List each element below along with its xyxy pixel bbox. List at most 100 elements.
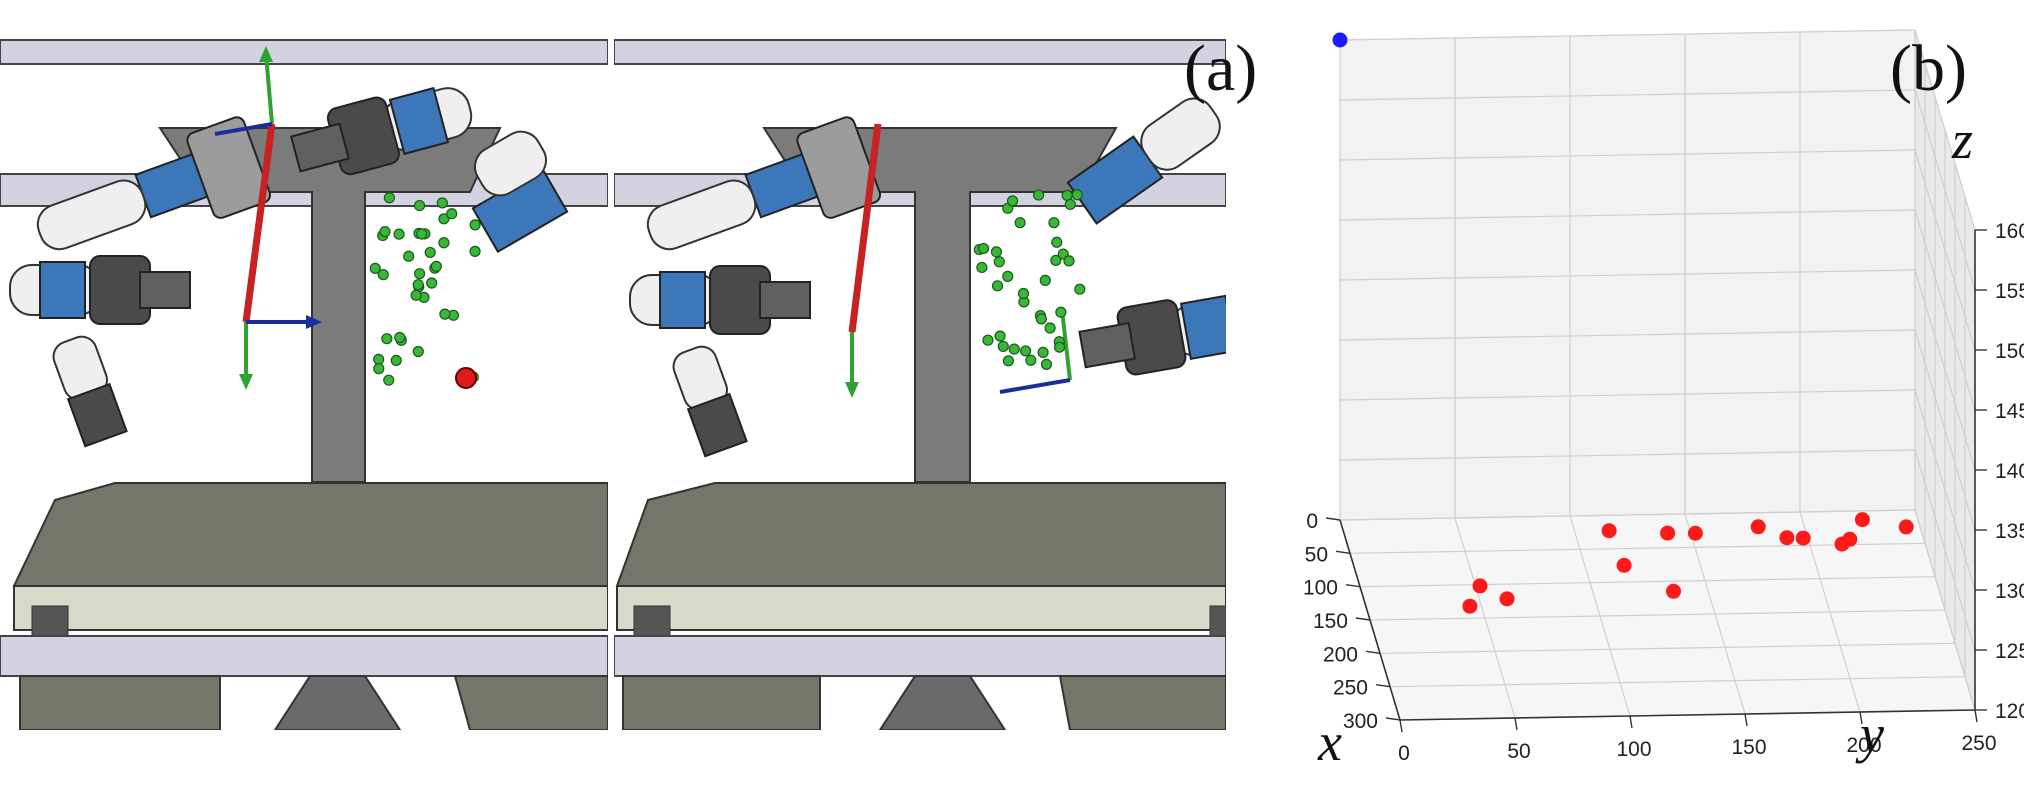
z-tick-label: 1600 (1995, 220, 2024, 243)
y-tick-label: 50 (1507, 740, 1530, 763)
panel-label-b: (b) (1890, 32, 1967, 105)
red-data-point (1616, 557, 1632, 573)
scene-point (410, 289, 422, 301)
y-tick-label: 250 (1961, 732, 1996, 755)
scene-point (1044, 322, 1056, 334)
gridlines (1339, 29, 1976, 721)
y-tick-label: 0 (1398, 742, 1410, 765)
scene-point (412, 279, 424, 291)
scene-point (1025, 354, 1037, 366)
red-data-point (1666, 583, 1681, 599)
scene-point (1002, 355, 1014, 367)
scene-point (469, 219, 481, 231)
scene-point (1055, 306, 1067, 318)
scene-point (1063, 255, 1075, 267)
scene-point (394, 331, 406, 344)
point-cloud-left (369, 192, 481, 386)
x-tick-label: 200 (1323, 643, 1358, 666)
z-tick-label: 1450 (1995, 400, 2024, 423)
scene-point (1074, 283, 1086, 295)
y-tick-label: 150 (1731, 736, 1766, 759)
y-tick-label: 100 (1616, 738, 1651, 761)
x-tick-label: 150 (1313, 610, 1348, 633)
z-tick-label: 1300 (1995, 580, 2024, 603)
scene-point (430, 260, 442, 272)
z-axis-label: z (1951, 110, 1973, 170)
scene-point (1039, 274, 1051, 286)
point-cloud-right (973, 189, 1086, 370)
scene-point (1037, 346, 1049, 358)
scene-point (446, 208, 458, 220)
scene-point (383, 374, 395, 386)
scene-point (1051, 236, 1063, 248)
tick-labels: 0501001502002503000501001502002501200125… (1303, 220, 2024, 765)
scene-point (424, 246, 436, 259)
y-axis-label: y (1855, 704, 1884, 764)
z-tick-label: 1250 (1995, 640, 2024, 663)
red-data-point (1660, 525, 1676, 541)
scene-point (416, 228, 428, 240)
y-tick-label: 200 (1846, 734, 1881, 757)
scene-point (976, 261, 988, 274)
z-tick-label: 1500 (1995, 340, 2024, 363)
coordinate-frame-icon (845, 123, 1072, 398)
red-data-point (1687, 525, 1703, 541)
red-data-point (1462, 598, 1478, 614)
scene-point (1035, 313, 1047, 325)
scene-point (1002, 270, 1014, 282)
scene-point (426, 277, 438, 289)
scene-point (438, 213, 450, 225)
coordinate-frame-icon (214, 46, 322, 390)
scene-point (436, 197, 448, 209)
z-tick-label: 1350 (1995, 520, 2024, 543)
red-data-point (1750, 519, 1766, 535)
blue-data-point (1332, 32, 1348, 48)
scene-point (1032, 189, 1045, 201)
scene-point (383, 192, 395, 204)
scene-point (469, 245, 481, 257)
scene-point (390, 354, 402, 367)
scene-point (373, 363, 385, 375)
x-tick-label: 250 (1333, 677, 1368, 700)
scene-point (1048, 217, 1060, 229)
scene-point (1064, 198, 1076, 211)
red-data-point (1795, 530, 1811, 546)
scene-point (393, 228, 405, 240)
scene-point (379, 226, 391, 238)
red-data-point (1842, 531, 1858, 547)
panel-label-a: (a) (1184, 32, 1258, 105)
scene-point (1040, 358, 1053, 370)
scene-point (403, 250, 415, 262)
scene-point (439, 308, 451, 320)
x-tick-label: 100 (1303, 577, 1338, 600)
scene-point (381, 333, 393, 345)
scene-point (1020, 345, 1032, 357)
scene-point (982, 334, 994, 346)
scene-point (1014, 217, 1026, 229)
red-data-point (1499, 591, 1515, 607)
x-axis-label: x (1317, 712, 1342, 772)
scene-point (377, 269, 389, 281)
z-tick-label: 1200 (1995, 700, 2024, 723)
x-tick-label: 300 (1343, 710, 1378, 733)
data-points (1332, 32, 1914, 614)
scene-point (994, 330, 1006, 342)
scene-point (997, 340, 1009, 353)
scene-point (1071, 189, 1083, 201)
red-data-point (1601, 523, 1617, 539)
scene-point (1053, 341, 1066, 353)
x-tick-label: 50 (1305, 543, 1328, 566)
scene-point (1006, 195, 1019, 207)
z-tick-label: 1550 (1995, 280, 2024, 303)
red-data-point (1472, 578, 1488, 594)
scene-right (614, 39, 1226, 730)
red-data-point (1854, 512, 1870, 528)
scene-point (1008, 343, 1020, 355)
scene-point (413, 268, 426, 280)
axes-panes (1339, 29, 1976, 721)
red-data-point (1779, 530, 1795, 546)
target-point (455, 367, 477, 389)
z-tick-label: 1400 (1995, 460, 2024, 483)
scene-point (412, 345, 424, 358)
